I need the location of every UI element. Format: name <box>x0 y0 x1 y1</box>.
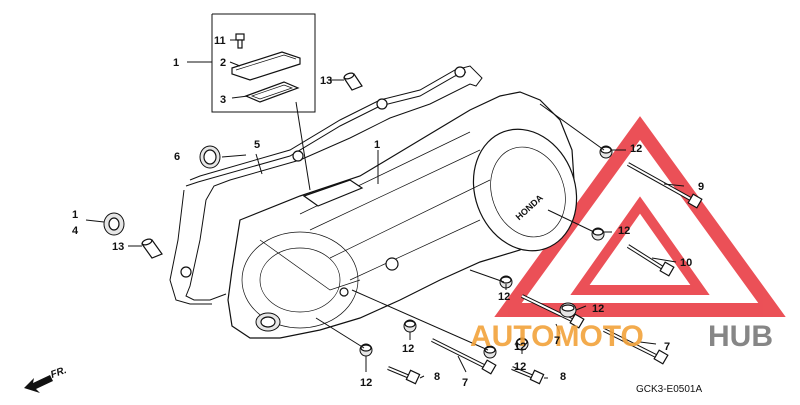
watermark-word-right: HUB <box>708 320 773 353</box>
callout-10: 10 <box>680 257 692 269</box>
dowel-pin-13-top <box>343 72 363 91</box>
bolt-7-bottom <box>431 338 497 375</box>
callout-8-right: 8 <box>560 371 566 383</box>
diagram-code: GCK3-E0501A <box>636 384 702 395</box>
gasket-3 <box>244 81 300 103</box>
callout-3: 3 <box>220 94 226 106</box>
callout-6: 6 <box>174 151 180 163</box>
collars-12 <box>359 145 613 359</box>
direction-label: FR. <box>49 365 68 381</box>
callout-4: 4 <box>72 225 79 237</box>
callout-7-right: 7 <box>664 341 670 353</box>
callout-12-h: 12 <box>360 377 372 389</box>
bolt-7-right <box>603 328 669 365</box>
callout-12-e: 12 <box>514 341 526 353</box>
callout-2: 2 <box>220 57 226 69</box>
bolt-11 <box>235 33 245 49</box>
callout-12-g: 12 <box>514 361 526 373</box>
callout-numbers: 1 11 2 3 13 6 5 1 1 4 13 12 9 12 10 12 1… <box>72 35 704 389</box>
dowel-pin-13-left <box>141 238 163 259</box>
callout-11: 11 <box>214 35 226 47</box>
callout-13-left: 13 <box>112 241 124 253</box>
bolt-10 <box>626 244 675 277</box>
oil-seal-6 <box>199 145 221 169</box>
cover-gasket-5 <box>169 65 483 305</box>
inset-box <box>187 13 316 191</box>
watermark-word-left: AUTOMOTO <box>470 320 644 353</box>
leader-lines <box>85 79 685 379</box>
callout-12-b: 12 <box>618 225 630 237</box>
bolt-7-mid <box>521 294 585 329</box>
callout-8-left: 8 <box>434 371 440 383</box>
callout-12-d: 12 <box>592 303 604 315</box>
watermark-text: AUTOMOTO HUB <box>470 320 773 353</box>
callout-1-inset: 1 <box>173 57 179 69</box>
watermark-logo <box>494 116 786 317</box>
callout-7-bottom: 7 <box>462 377 468 389</box>
plate-2 <box>231 51 301 81</box>
left-crankcase-cover-1: HONDA <box>227 91 578 339</box>
callout-12-f: 12 <box>402 343 414 355</box>
callout-7-mid: 7 <box>554 335 560 347</box>
bolt-8-right <box>511 366 545 385</box>
callout-12-c: 12 <box>498 291 510 303</box>
callout-5: 5 <box>254 139 260 151</box>
callout-1-cover: 1 <box>374 139 380 151</box>
bolt-8-left <box>387 366 421 385</box>
bolt-9 <box>627 162 703 209</box>
front-direction-indicator: FR. <box>24 365 68 393</box>
callout-12-a: 12 <box>630 143 642 155</box>
arrow-left-icon <box>24 375 53 393</box>
callout-13-top: 13 <box>320 75 332 87</box>
callout-1-left: 1 <box>72 209 78 221</box>
callout-9: 9 <box>698 181 704 193</box>
bearing-4 <box>103 212 125 236</box>
